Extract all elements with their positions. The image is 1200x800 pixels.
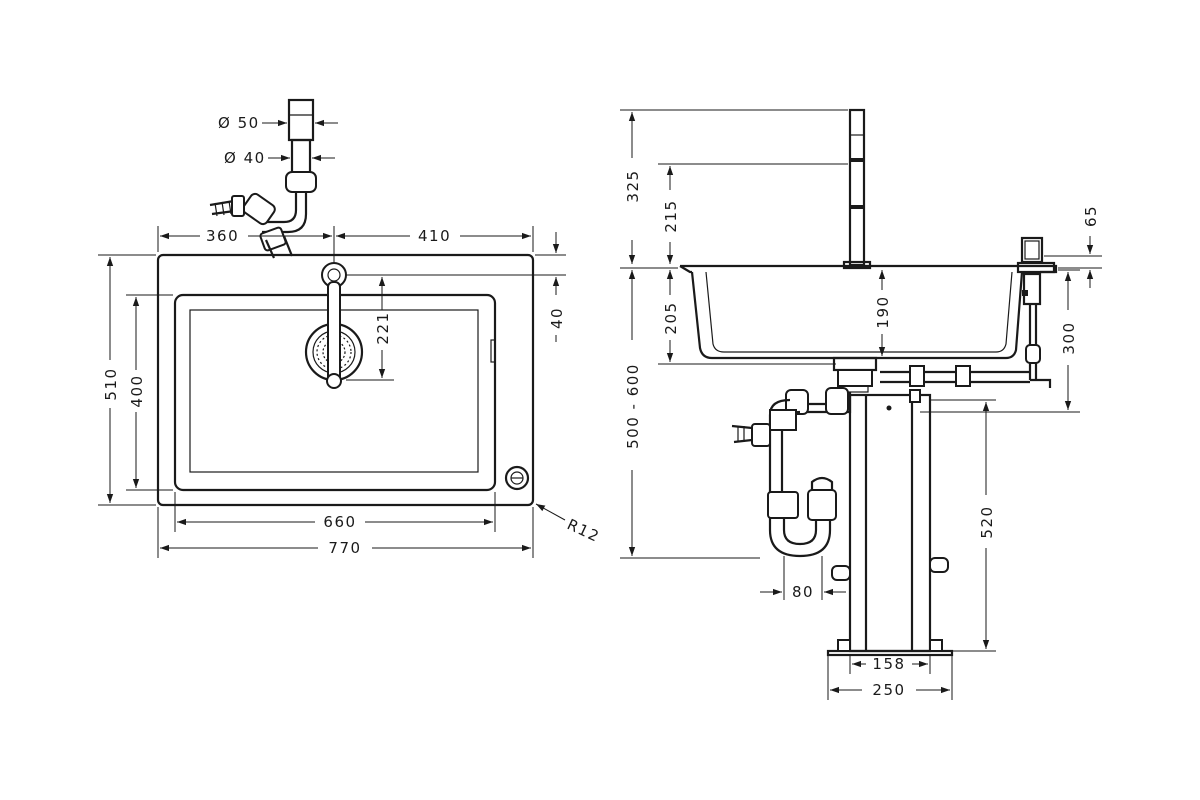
dim-label-80: 80 [792, 583, 814, 601]
dim-label-250: 250 [872, 681, 905, 699]
dim-label-400: 400 [128, 374, 146, 407]
dim-label-158: 158 [872, 655, 905, 673]
dim-label-325: 325 [624, 169, 642, 202]
dim-label-40: 40 [548, 307, 566, 329]
dim-label-190: 190 [874, 295, 892, 328]
dim-label-r12: R12 [564, 515, 602, 546]
popup-assembly [880, 236, 1052, 388]
tap-top-view [321, 262, 347, 389]
dim-width-top: 360 410 [157, 226, 534, 262]
dim-label-221: 221 [374, 311, 392, 344]
waste-outlet-top [209, 98, 317, 259]
popup-button-icon [504, 465, 530, 491]
dim-radius-r12: R12 [535, 503, 603, 546]
dim-tap-height-325: 325 [620, 109, 848, 264]
dim-label-500-600: 500 - 600 [624, 363, 642, 449]
overflow-slot [490, 339, 496, 363]
dim-bracket-300: 300 [920, 269, 1080, 413]
dim-label-outlet-50: Ø 50 [218, 114, 260, 132]
siphon-trap [731, 387, 852, 558]
sink-outline [156, 253, 535, 507]
side-view: 325 500 - 600 215 205 190 [620, 108, 1102, 700]
dim-label-660: 660 [323, 513, 356, 531]
dim-label-360: 360 [206, 227, 239, 245]
dim-outlet-50: Ø 50 [218, 114, 338, 132]
dim-cabinet-250: 250 [827, 655, 953, 700]
dim-label-520: 520 [978, 505, 996, 538]
dim-cabinet-520: 520 [930, 399, 996, 652]
dim-tap-to-drain-221: 221 [346, 277, 394, 381]
dim-tap-offset-40: 40 [346, 232, 566, 342]
dim-cabinet-158: 158 [849, 655, 931, 674]
dim-label-215: 215 [662, 199, 680, 232]
tap-side-view [842, 108, 872, 270]
dim-bowl-205: 205 [658, 270, 836, 365]
dim-bowl-inner-190: 190 [874, 270, 892, 356]
dim-width-660: 660 [174, 492, 496, 532]
dim-label-510: 510 [102, 367, 120, 400]
dim-label-205: 205 [662, 301, 680, 334]
cabinet-stand [826, 389, 954, 657]
dim-label-770: 770 [328, 539, 361, 557]
dim-spout-215: 215 [658, 163, 848, 264]
dim-popup-65: 65 [1044, 205, 1102, 288]
dim-label-300: 300 [1060, 321, 1078, 354]
dim-label-65: 65 [1082, 205, 1100, 227]
dim-depth-400: 400 [126, 294, 173, 491]
dim-counter-height-500-600: 500 - 600 [620, 267, 760, 559]
top-view: Ø 50 Ø 40 360 410 510 [98, 98, 603, 558]
dim-trap-80: 80 [760, 556, 846, 601]
dim-depth-510: 510 [98, 254, 156, 506]
dim-outlet-40: Ø 40 [224, 149, 335, 167]
dim-label-410: 410 [418, 227, 451, 245]
dim-label-outlet-40: Ø 40 [224, 149, 266, 167]
dim-width-770: 770 [157, 507, 534, 558]
